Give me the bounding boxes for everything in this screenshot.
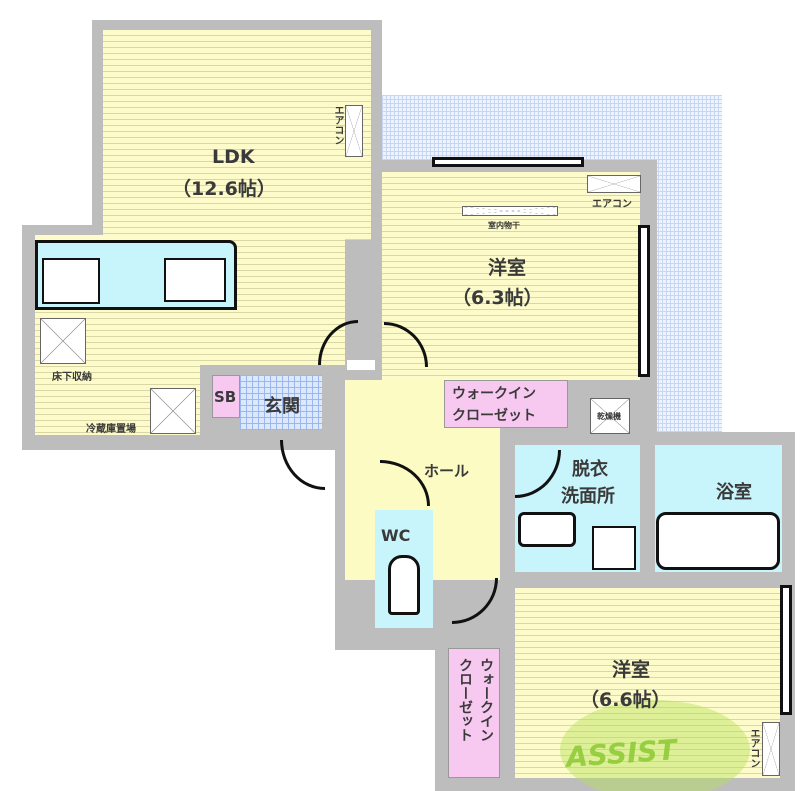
- entrance-floor: [240, 375, 322, 430]
- wic1: [444, 380, 568, 428]
- door-entrance[interactable]: [280, 440, 325, 490]
- wc-name: WC: [381, 526, 411, 545]
- indoor-dryer-bar: [462, 206, 558, 216]
- ac-western2: [762, 722, 780, 776]
- ac-western1: [587, 175, 641, 193]
- dryer: [590, 398, 630, 434]
- western1-name: 洋室: [488, 257, 527, 279]
- western2-size: （6.6帖）: [580, 689, 671, 711]
- fridge-space: [150, 388, 196, 434]
- window-western2-side: [780, 585, 792, 715]
- western2-floor: [515, 588, 780, 778]
- washroom-line1: 脱衣: [572, 459, 608, 480]
- western2-name: 洋室: [612, 659, 651, 681]
- western1-size: （6.3帖）: [452, 287, 543, 309]
- ldk-name: LDK: [212, 146, 255, 168]
- ldk-size: （12.6帖）: [172, 178, 276, 200]
- entrance-name: 玄関: [264, 396, 300, 417]
- ac-western1-label: エアコン: [592, 199, 632, 210]
- dryer-label: 乾燥機: [597, 412, 621, 421]
- ac-ldk: [345, 105, 363, 157]
- fridge-label: 冷蔵庫置場: [86, 424, 136, 435]
- sink-icon: [164, 258, 226, 302]
- wic1-line2: クローゼット: [452, 408, 536, 424]
- hall-name: ホール: [424, 462, 470, 480]
- indoor-dryer-label: 室内物干: [488, 221, 520, 230]
- washer-pan: [592, 526, 636, 570]
- window-western1-top: [432, 157, 584, 167]
- ac-western2-label: エアコン: [748, 728, 759, 768]
- wic2: [448, 648, 500, 778]
- bathtub: [656, 512, 780, 570]
- washbasin: [518, 512, 576, 547]
- window-western1-side: [638, 225, 650, 377]
- ac-ldk-label: エアコン: [332, 105, 343, 145]
- underfloor-label: 床下収納: [52, 372, 92, 383]
- underfloor-storage: [40, 318, 86, 364]
- assist-logo: [560, 700, 750, 791]
- sb: [212, 375, 240, 418]
- stove-icon: [42, 258, 100, 304]
- wic1-line1: ウォークイン: [452, 386, 536, 402]
- washroom-line2: 洗面所: [561, 486, 615, 507]
- ldk-floor: [103, 30, 371, 240]
- toilet: [388, 555, 420, 615]
- wic2-line2: クローゼット: [457, 658, 473, 742]
- sb-name: SB: [214, 388, 237, 406]
- bath-name: 浴室: [716, 482, 752, 503]
- wic2-line1: ウォークイン: [478, 658, 494, 742]
